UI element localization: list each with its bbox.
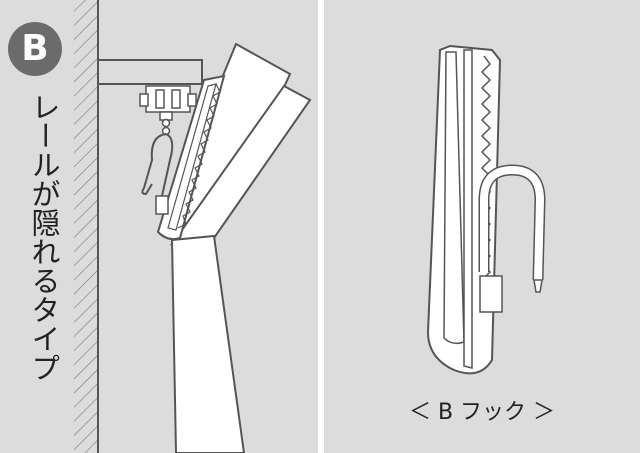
b-hook-drawing [426,44,546,375]
rail-installation-drawing [74,0,312,453]
b-hook-panel: ＜ B フック ＞ [324,0,640,453]
type-badge-letter: B [21,28,49,69]
hook-teeth [177,83,221,229]
b-hook-clip [479,275,503,313]
rail-hidden-type-panel: B レールが隠れるタイプ [0,0,318,453]
hook-clip [155,195,169,215]
b-hook-caption: ＜ B フック ＞ [408,400,556,425]
b-hook-tip [533,279,543,293]
type-badge: B [8,22,62,76]
b-hook-u [480,166,544,281]
panel-divider [318,0,324,453]
rail-hidden-type-label: レールが隠れるタイプ [27,92,61,382]
b-hook-strip [463,49,473,369]
hook-wire-back [161,133,174,197]
wall-hatching [74,0,98,453]
hook-wire [141,133,167,196]
curtain-fabric-drop [170,234,246,453]
b-hook-inner [167,83,217,231]
rail-bracket [97,59,203,85]
rail-runner [139,85,197,136]
